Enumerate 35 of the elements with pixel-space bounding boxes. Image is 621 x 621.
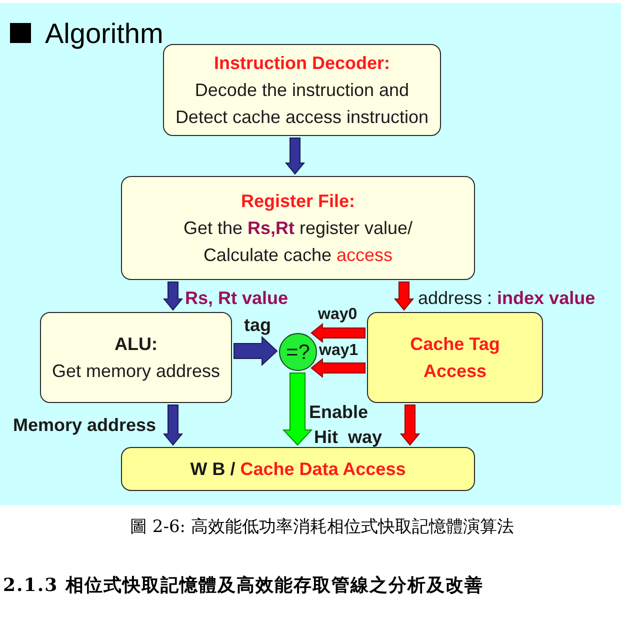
box-text: Get memory address bbox=[52, 360, 220, 383]
arrow bbox=[234, 336, 278, 366]
process-box bbox=[121, 447, 475, 491]
edge-label: Enable bbox=[309, 403, 368, 421]
process-box bbox=[40, 312, 232, 403]
box-label: W B / Cache Data Access bbox=[190, 458, 406, 480]
box-heading: Register File: bbox=[240, 190, 356, 213]
box-heading: ALU: bbox=[114, 332, 158, 356]
arrow bbox=[162, 404, 184, 446]
arrow bbox=[400, 404, 420, 446]
box-heading: Instruction Decoder: bbox=[214, 52, 390, 74]
box-text: Decode the instruction and Detect cache access instruction bbox=[174, 78, 430, 128]
comparator-symbol: =? bbox=[286, 342, 310, 362]
arrow bbox=[310, 322, 366, 344]
arrow bbox=[162, 282, 184, 311]
signal-label: Hit bbox=[314, 428, 338, 446]
process-box bbox=[367, 312, 543, 403]
process-box bbox=[121, 176, 475, 280]
edge-label: way0 bbox=[318, 307, 358, 323]
slide-title: Algorithm bbox=[45, 20, 164, 48]
box-text: Get the Rs,Rt register value/ Calculate cache access bbox=[182, 216, 414, 266]
edge-label: Memory address bbox=[13, 416, 156, 434]
figure-caption: 圖 2-6: 高效能低功率消耗相位式快取記憶體演算法 bbox=[130, 519, 514, 536]
edge-label: way1 bbox=[319, 343, 358, 359]
box-heading: Cache Tag Access bbox=[409, 332, 501, 382]
arrow bbox=[310, 358, 366, 378]
edge-label: Rs, Rt value bbox=[185, 289, 288, 307]
arrow bbox=[284, 138, 306, 175]
section-heading: 2.1.3 相位式快取記憶體及高效能存取管線之分析及改善 bbox=[3, 577, 484, 595]
edge-label: address : index value bbox=[418, 289, 596, 307]
arrow bbox=[394, 282, 414, 311]
edge-label: tag bbox=[244, 316, 271, 334]
signal-label: way bbox=[348, 428, 382, 446]
arrow bbox=[282, 372, 313, 446]
process-box bbox=[163, 44, 441, 136]
